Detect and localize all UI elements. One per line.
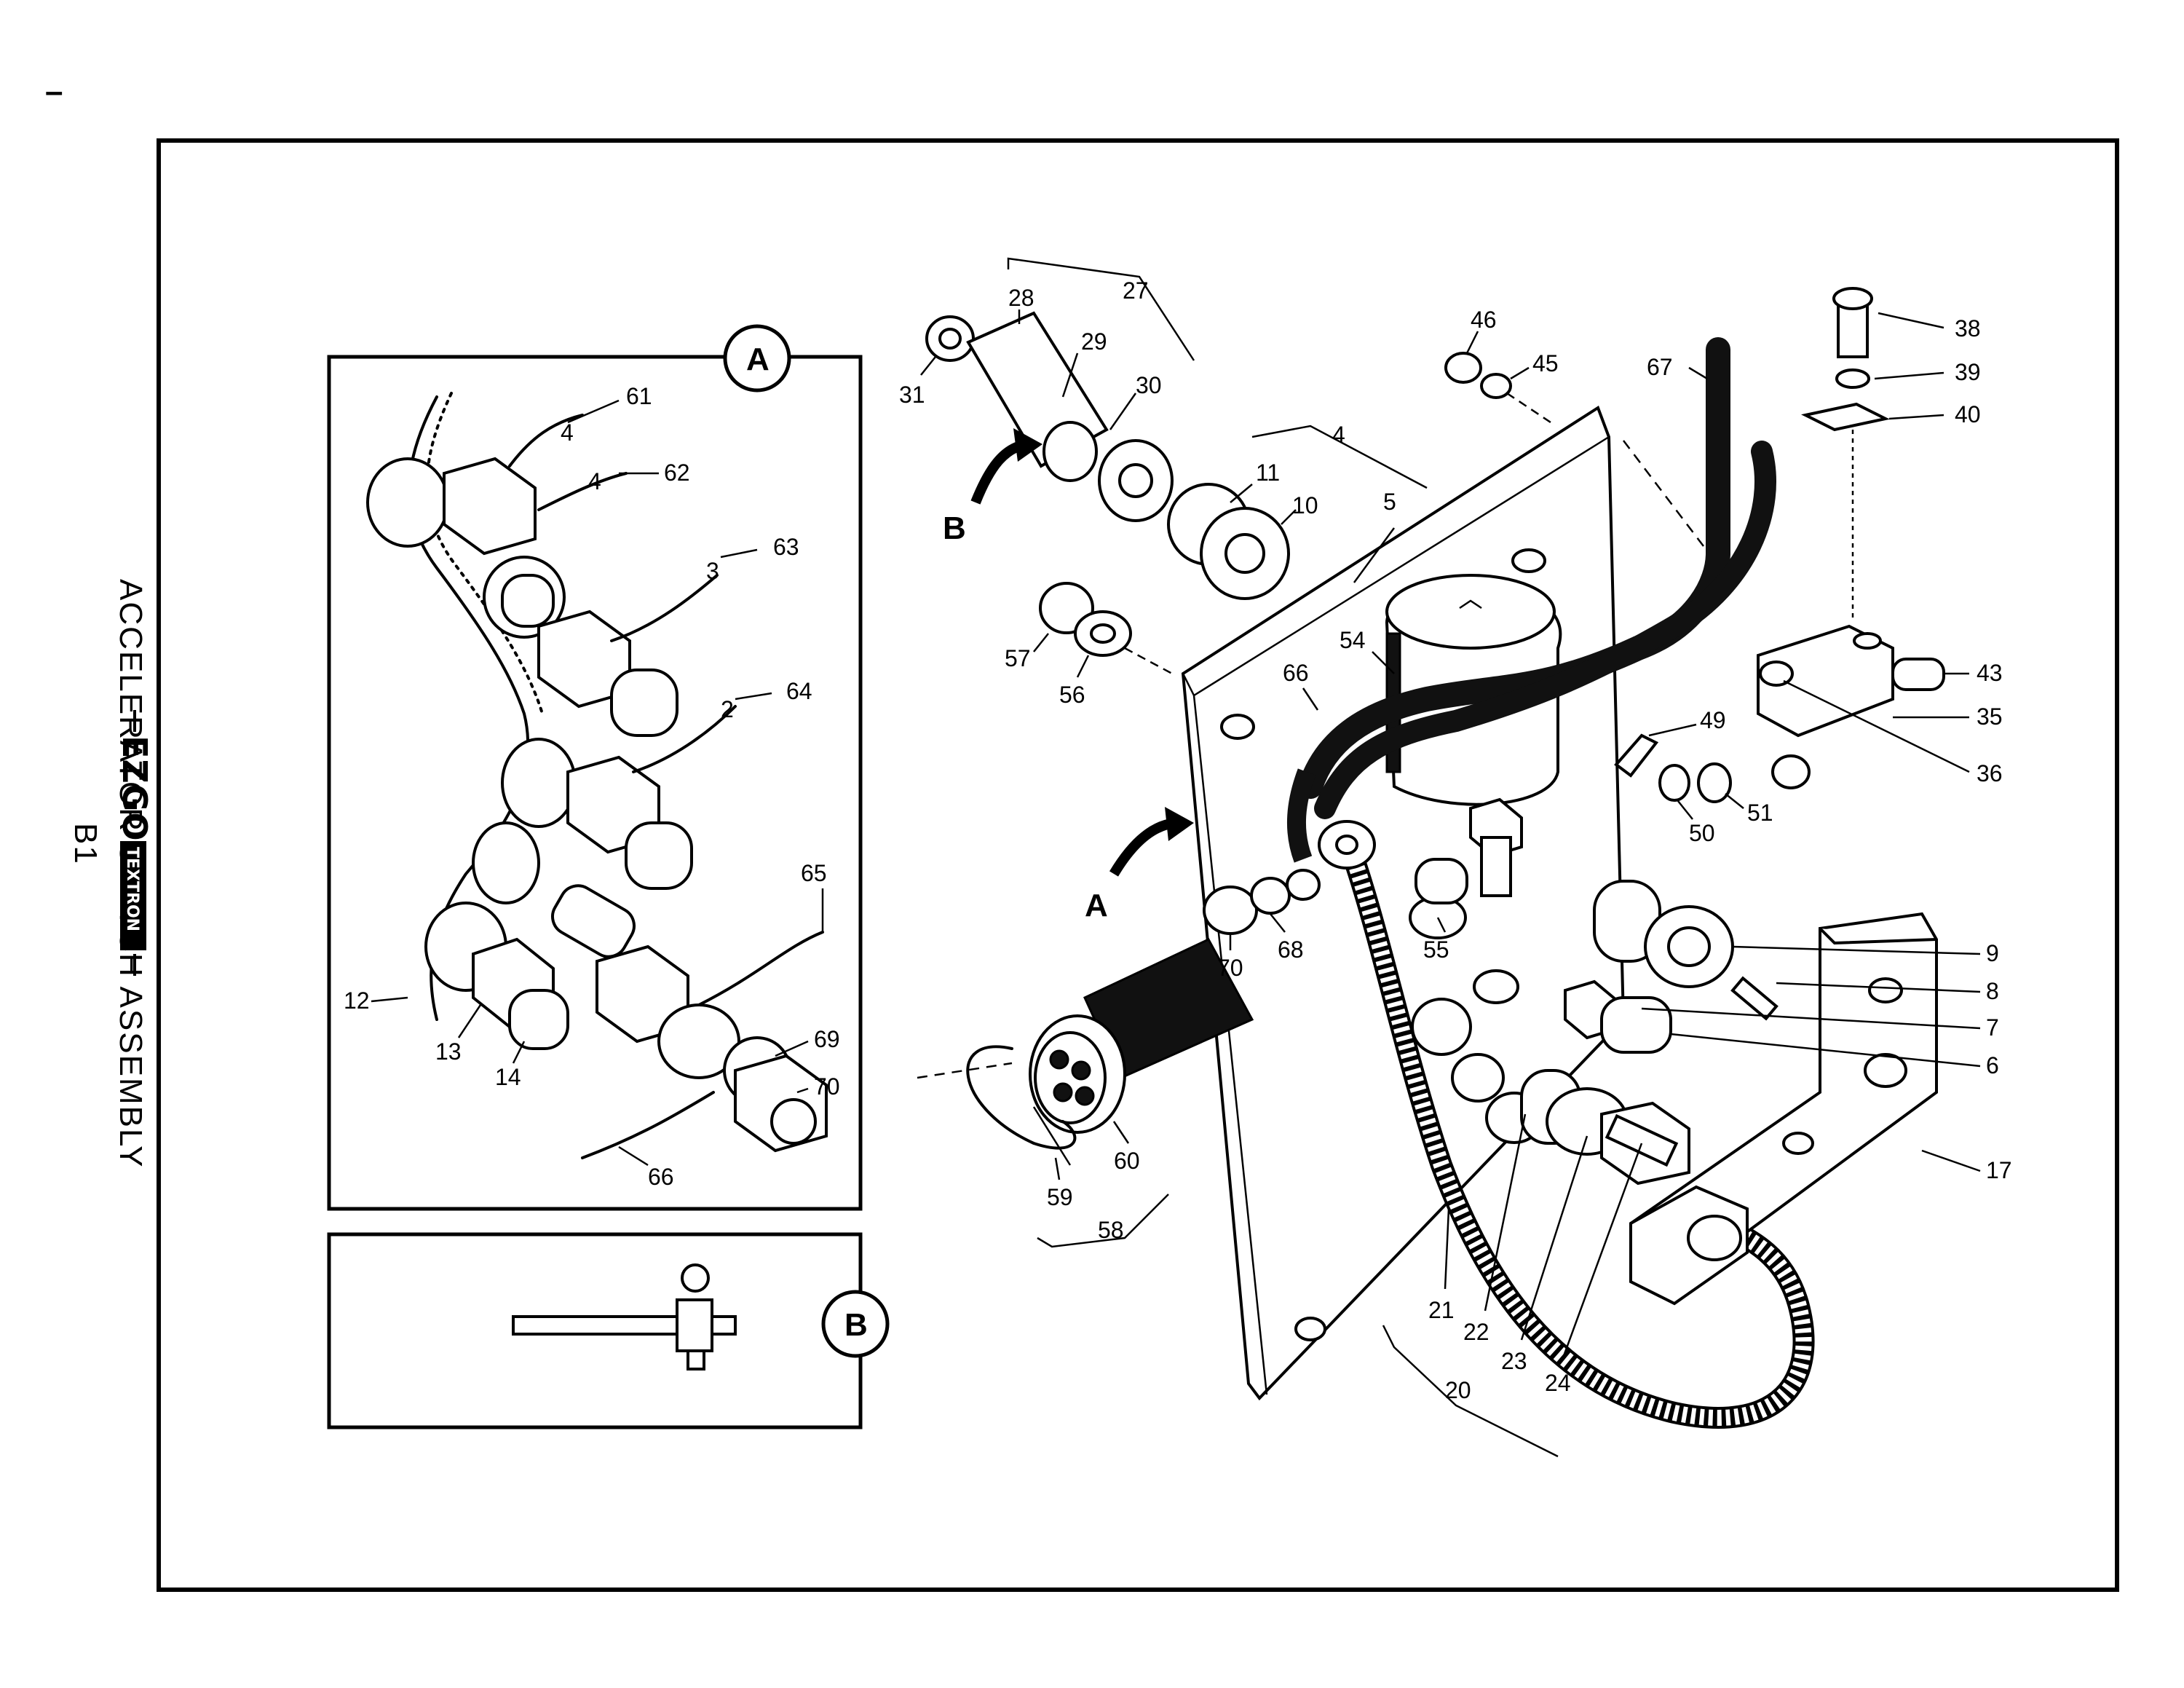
inset-terminal-2 bbox=[537, 574, 719, 737]
inset-b-badge-letter: B bbox=[844, 1307, 868, 1343]
label-50: 50 bbox=[1689, 820, 1715, 846]
label-10: 10 bbox=[1292, 492, 1318, 518]
inset-a-badge bbox=[723, 324, 791, 393]
label-24: 24 bbox=[1545, 1370, 1571, 1396]
label-14: 14 bbox=[495, 1064, 521, 1090]
connector-plug bbox=[917, 938, 1254, 1166]
outer-frame bbox=[157, 138, 2119, 1592]
parts-49-51 bbox=[1614, 733, 1732, 803]
label-45: 45 bbox=[1532, 350, 1559, 376]
label-28: 28 bbox=[1008, 285, 1034, 311]
label-17: 17 bbox=[1986, 1157, 2012, 1183]
label-68: 68 bbox=[1278, 936, 1304, 963]
bushing-9 bbox=[1593, 880, 1734, 988]
inset-a: A bbox=[327, 324, 863, 1211]
micro-switch-35 bbox=[1757, 624, 1945, 789]
label-30: 30 bbox=[1136, 372, 1162, 398]
bracket-17 bbox=[1629, 912, 1938, 1306]
wire-mark-3: 3 bbox=[706, 558, 719, 584]
brand-logo: EZGO TEXTRON bbox=[115, 710, 154, 976]
label-13: 13 bbox=[435, 1038, 462, 1065]
label-70-main: 70 bbox=[1217, 955, 1243, 981]
main-labels: 27 28 29 30 31 4 11 10 5 46 45 67 38 3 bbox=[899, 277, 2012, 1403]
label-54: 54 bbox=[1340, 627, 1366, 653]
label-23: 23 bbox=[1501, 1348, 1527, 1374]
label-49: 49 bbox=[1700, 707, 1726, 733]
label-63: 63 bbox=[773, 534, 799, 560]
inset-b: B bbox=[327, 1232, 890, 1429]
label-43: 43 bbox=[1977, 660, 2003, 686]
page-code: B1 bbox=[68, 823, 103, 865]
label-11: 11 bbox=[1256, 460, 1280, 486]
label-66-inset: 66 bbox=[648, 1164, 674, 1190]
switch-part-6-7 bbox=[1564, 979, 1672, 1054]
label-64: 64 bbox=[786, 678, 812, 704]
brand-tag: TEXTRON bbox=[123, 847, 141, 931]
label-12: 12 bbox=[344, 987, 370, 1014]
label-39: 39 bbox=[1955, 359, 1981, 385]
label-67: 67 bbox=[1647, 354, 1673, 380]
label-5: 5 bbox=[1383, 489, 1396, 515]
page-mark: – bbox=[45, 74, 63, 109]
exploded-27-31 bbox=[925, 311, 1174, 522]
label-46: 46 bbox=[1471, 307, 1497, 333]
label-58: 58 bbox=[1098, 1217, 1124, 1243]
label-27: 27 bbox=[1123, 277, 1149, 304]
label-61: 61 bbox=[626, 383, 652, 409]
label-20: 20 bbox=[1445, 1377, 1471, 1403]
wire-mark-2: 2 bbox=[721, 696, 734, 722]
main-assembly: A B 27 28 29 30 31 4 11 10 5 46 bbox=[899, 257, 2012, 1458]
label-35: 35 bbox=[1977, 703, 2003, 730]
screw-38-40 bbox=[1801, 287, 1890, 619]
label-22: 22 bbox=[1463, 1319, 1489, 1345]
label-69: 69 bbox=[814, 1026, 840, 1052]
wire-mark-4b: 4 bbox=[588, 468, 601, 494]
label-57: 57 bbox=[1005, 645, 1031, 671]
label-59: 59 bbox=[1047, 1184, 1073, 1210]
label-21: 21 bbox=[1428, 1297, 1455, 1323]
inset-terminal-3 bbox=[501, 705, 737, 890]
wire-mark-4a: 4 bbox=[561, 419, 574, 446]
label-51: 51 bbox=[1747, 800, 1773, 826]
label-29: 29 bbox=[1081, 328, 1107, 355]
label-55: 55 bbox=[1423, 936, 1449, 963]
label-70: 70 bbox=[814, 1073, 840, 1100]
inset-terminal-1 bbox=[366, 414, 628, 639]
brand-name: EZGO bbox=[115, 735, 154, 842]
label-31: 31 bbox=[899, 382, 925, 408]
inset-b-badge bbox=[821, 1290, 890, 1358]
label-60: 60 bbox=[1114, 1148, 1140, 1174]
label-38: 38 bbox=[1955, 315, 1981, 342]
label-66: 66 bbox=[1283, 660, 1309, 686]
label-7: 7 bbox=[1986, 1014, 1999, 1041]
inset-a-labels: 61 62 63 64 65 69 70 66 12 13 14 bbox=[344, 383, 840, 1190]
inset-terminal-4 bbox=[424, 821, 569, 1050]
label-40: 40 bbox=[1955, 401, 1981, 427]
part-46 bbox=[1444, 352, 1482, 384]
stud-assembly bbox=[1520, 1069, 1690, 1186]
arrow-b-letter: B bbox=[943, 510, 966, 546]
label-8: 8 bbox=[1986, 978, 1999, 1004]
label-62: 62 bbox=[664, 460, 690, 486]
arrow-a-letter: A bbox=[1085, 888, 1108, 923]
inset-a-badge-letter: A bbox=[746, 342, 769, 377]
label-9: 9 bbox=[1986, 940, 1999, 966]
label-4: 4 bbox=[1332, 422, 1345, 448]
label-65: 65 bbox=[801, 860, 827, 886]
nut-10-11 bbox=[1167, 483, 1290, 600]
label-6: 6 bbox=[1986, 1052, 1999, 1078]
part-45 bbox=[1480, 373, 1512, 399]
label-56: 56 bbox=[1059, 682, 1085, 708]
label-36: 36 bbox=[1977, 760, 2003, 786]
nut-56-57 bbox=[1039, 582, 1173, 675]
inset-terminal-5 bbox=[551, 884, 828, 1159]
